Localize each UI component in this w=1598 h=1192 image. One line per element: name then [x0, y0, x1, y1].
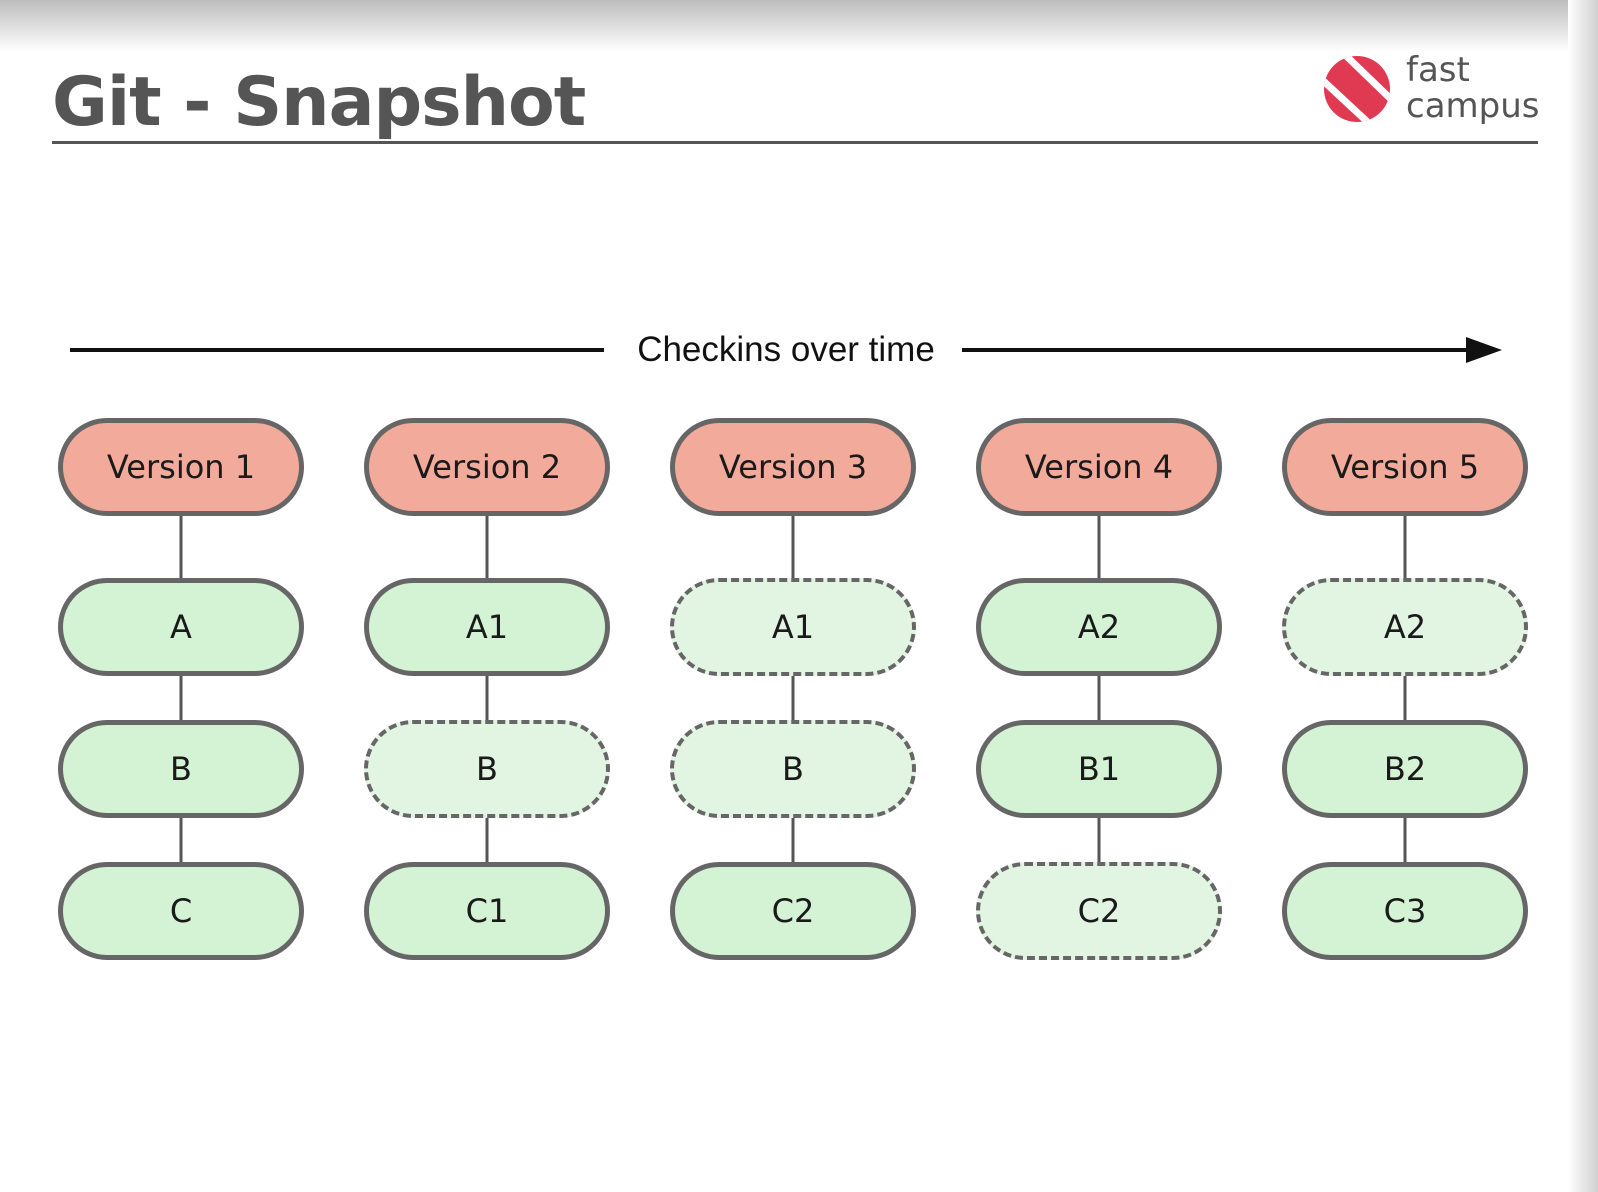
changed-file-node: A1 [364, 578, 610, 676]
title-underline [52, 141, 1538, 144]
changed-file-node: A [58, 578, 304, 676]
logo-wordmark: fast campus [1406, 52, 1540, 124]
unchanged-file-reference: B [364, 720, 610, 818]
slide-title: Git - Snapshot [52, 63, 586, 142]
fastcampus-logo: fast campus [1322, 52, 1552, 128]
timeline-label: Checkins over time [637, 330, 935, 369]
version-node: Version 3 [670, 418, 916, 516]
version-node: Version 4 [976, 418, 1222, 516]
changed-file-node: C2 [670, 862, 916, 960]
unchanged-file-reference: B [670, 720, 916, 818]
version-node: Version 2 [364, 418, 610, 516]
changed-file-node: C [58, 862, 304, 960]
changed-file-node: B [58, 720, 304, 818]
version-node: Version 1 [58, 418, 304, 516]
changed-file-node: B1 [976, 720, 1222, 818]
logo-line-campus: campus [1406, 86, 1540, 126]
logo-line-fast: fast [1406, 50, 1470, 90]
changed-file-node: A2 [976, 578, 1222, 676]
fastcampus-mark-icon [1324, 56, 1390, 122]
timeline-arrowhead [1466, 337, 1502, 363]
right-edge-shade [1568, 0, 1598, 1192]
top-shade [0, 0, 1598, 52]
changed-file-node: C1 [364, 862, 610, 960]
version-node: Version 5 [1282, 418, 1528, 516]
changed-file-node: C3 [1282, 862, 1528, 960]
unchanged-file-reference: C2 [976, 862, 1222, 960]
unchanged-file-reference: A1 [670, 578, 916, 676]
unchanged-file-reference: A2 [1282, 578, 1528, 676]
changed-file-node: B2 [1282, 720, 1528, 818]
